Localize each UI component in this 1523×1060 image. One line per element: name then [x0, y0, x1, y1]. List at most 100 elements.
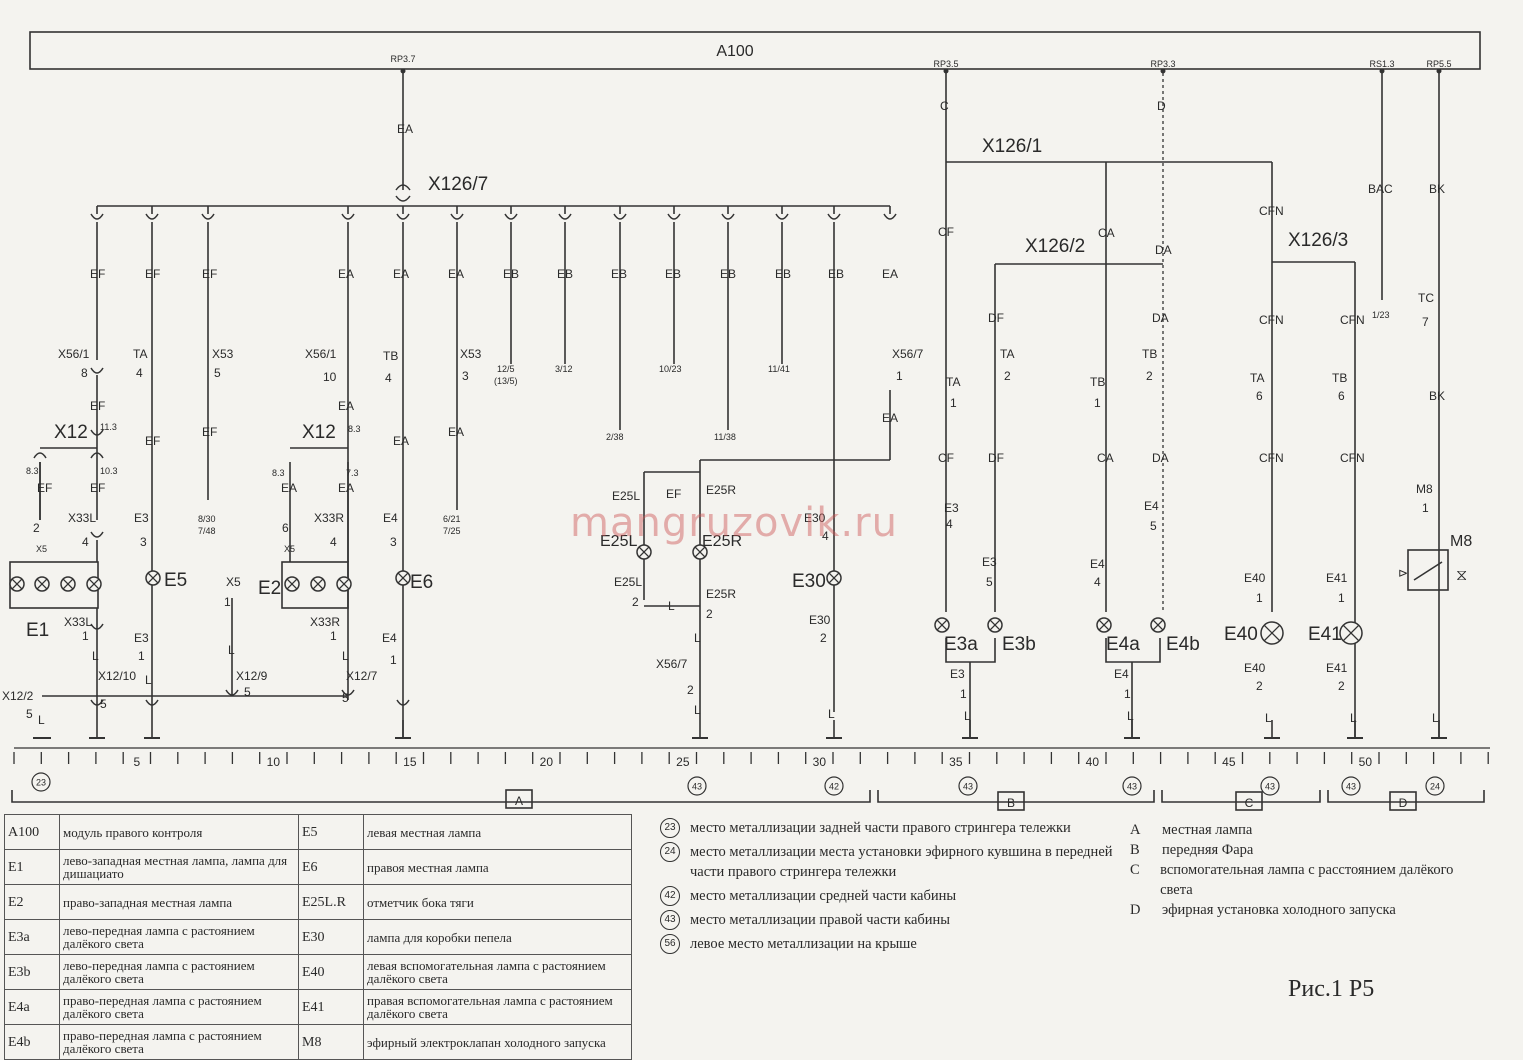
ground-marker: 43	[963, 782, 973, 792]
svg-text:1: 1	[1422, 501, 1429, 515]
legend-cell: E4a	[4, 989, 60, 1025]
svg-text:EF: EF	[202, 267, 217, 281]
ground-number-badge: 43	[660, 910, 680, 930]
svg-text:4: 4	[946, 517, 953, 531]
svg-text:M8: M8	[1416, 482, 1433, 496]
svg-text:3/12: 3/12	[555, 364, 573, 374]
svg-text:1: 1	[896, 369, 903, 383]
svg-text:X5: X5	[226, 575, 241, 589]
svg-text:1: 1	[1124, 687, 1131, 701]
svg-text:TA: TA	[946, 375, 960, 389]
note-text: место металлизации средней части кабины	[690, 888, 957, 904]
connector-label: X12/9	[236, 669, 268, 683]
legend-cell: E40	[298, 954, 364, 990]
svg-text:E40: E40	[1244, 571, 1266, 585]
svg-text:EA: EA	[882, 267, 898, 281]
svg-text:E3: E3	[134, 631, 149, 645]
svg-text:EA: EA	[338, 481, 354, 495]
rp-label: RS1.3	[1369, 59, 1394, 69]
svg-text:5: 5	[986, 575, 993, 589]
ground-marker: 43	[692, 782, 702, 792]
lamp-label-e3b: E3b	[1002, 634, 1036, 655]
note-text: левое место металлизации на крыше	[690, 936, 917, 952]
svg-text:2: 2	[706, 607, 713, 621]
ground-marker: 43	[1265, 782, 1275, 792]
lamp-label-e4b: E4b	[1166, 634, 1200, 655]
section-key: B	[1130, 842, 1140, 858]
lamp-label-e4a: E4a	[1106, 634, 1140, 655]
note-text: место металлизации задней части правого …	[690, 820, 1071, 836]
svg-text:E3: E3	[950, 667, 965, 681]
section-marker-c: C	[1245, 796, 1254, 810]
ruler-number: 30	[813, 755, 827, 769]
lamp-label-e6: E6	[410, 572, 433, 593]
svg-text:E3: E3	[134, 511, 149, 525]
legend-cell: E4b	[4, 1024, 60, 1060]
grounding-note: 42 место металлизации средней части кабин…	[660, 886, 1130, 906]
svg-text:X56/7: X56/7	[892, 347, 924, 361]
svg-text:1: 1	[224, 595, 231, 609]
ground-number-badge: 42	[660, 886, 680, 906]
ruler-number: 35	[949, 755, 963, 769]
svg-text:11/41: 11/41	[768, 364, 790, 374]
svg-text:1: 1	[330, 629, 337, 643]
svg-text:8/30: 8/30	[198, 514, 216, 524]
svg-text:10: 10	[323, 370, 337, 384]
svg-text:5: 5	[244, 685, 251, 699]
svg-text:5: 5	[214, 366, 221, 380]
svg-text:X33R: X33R	[310, 615, 340, 629]
ruler-number: 5	[134, 755, 141, 769]
svg-text:E30: E30	[809, 613, 831, 627]
legend-cell: лево-передная лампа с растоянием далёког…	[59, 954, 299, 990]
svg-text:8.3: 8.3	[26, 466, 39, 476]
svg-text:EB: EB	[665, 267, 681, 281]
svg-text:E41: E41	[1326, 661, 1348, 675]
svg-text:EB: EB	[828, 267, 844, 281]
svg-text:4: 4	[1094, 575, 1101, 589]
svg-text:2: 2	[632, 595, 639, 609]
svg-text:6/21: 6/21	[443, 514, 461, 524]
svg-text:8: 8	[81, 366, 88, 380]
svg-text:BAC: BAC	[1368, 182, 1393, 196]
svg-text:5: 5	[342, 691, 349, 705]
svg-text:L: L	[342, 649, 349, 663]
svg-text:7/48: 7/48	[198, 526, 216, 536]
svg-text:L: L	[694, 631, 701, 645]
svg-text:7: 7	[1422, 315, 1429, 329]
svg-text:L: L	[145, 673, 152, 687]
svg-text:L: L	[1350, 711, 1357, 725]
svg-text:CF: CF	[938, 225, 954, 239]
ruler-number: 45	[1222, 755, 1236, 769]
legend-cell: E5	[298, 814, 364, 850]
svg-text:BK: BK	[1429, 182, 1445, 196]
svg-text:X56/1: X56/1	[305, 347, 337, 361]
svg-text:EA: EA	[448, 267, 464, 281]
svg-text:EB: EB	[611, 267, 627, 281]
svg-text:TB: TB	[1142, 347, 1157, 361]
svg-text:E4: E4	[1144, 499, 1159, 513]
watermark: mangruzovik.ru	[570, 500, 898, 546]
svg-text:10.3: 10.3	[100, 466, 118, 476]
svg-text:8.3: 8.3	[348, 424, 361, 434]
legend-cell: E1	[4, 849, 60, 885]
svg-text:EB: EB	[557, 267, 573, 281]
lamp-label-e41: E41	[1308, 624, 1342, 645]
svg-text:CA: CA	[1098, 226, 1115, 240]
svg-text:EA: EA	[448, 425, 464, 439]
section-description: передняя Фара	[1162, 842, 1254, 858]
svg-text:1: 1	[138, 649, 145, 663]
svg-text:1: 1	[1338, 591, 1345, 605]
rp-label: RP3.3	[1150, 59, 1175, 69]
svg-text:E4: E4	[1114, 667, 1129, 681]
